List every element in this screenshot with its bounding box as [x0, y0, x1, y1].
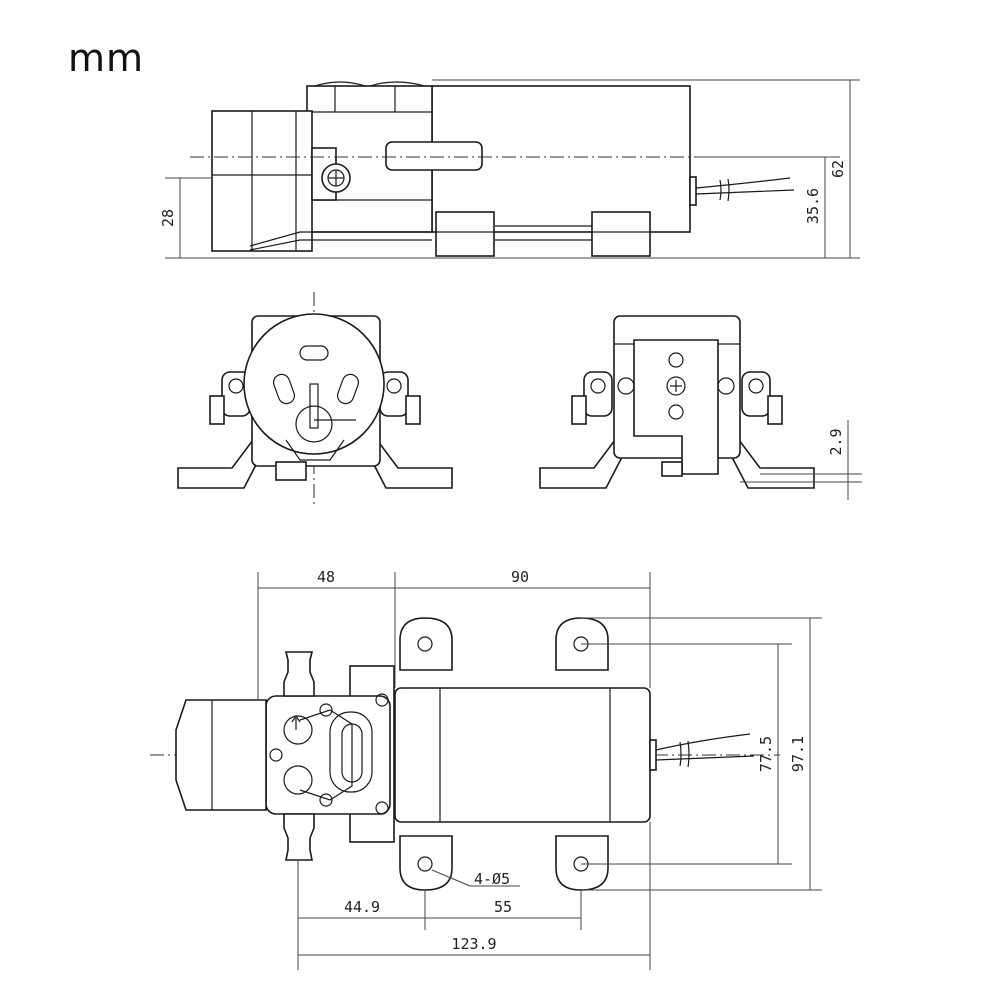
dim-28: 28: [159, 209, 177, 227]
dim-90: 90: [511, 568, 529, 586]
side-foot-rear: [591, 211, 651, 257]
side-view: 28 35.6 62: [159, 79, 860, 259]
outlet-barb: [283, 813, 315, 861]
dim-77-5: 77.5: [757, 736, 775, 772]
dim-97-1: 97.1: [789, 736, 807, 772]
unit-label: mm: [68, 36, 145, 80]
top-motor-body: [394, 687, 651, 823]
dim-44-9: 44.9: [344, 898, 380, 916]
top-view: 48 90 77.5 97.1 4-Ø5 44.9 55 123.9: [150, 568, 822, 970]
back-view: 2.9: [539, 315, 862, 500]
top-switch-box: [175, 699, 267, 811]
dim-35-6: 35.6: [804, 188, 822, 224]
front-view: [177, 292, 453, 505]
side-foot-front: [435, 211, 495, 257]
dim-62: 62: [829, 160, 847, 178]
screw-icon: [668, 352, 684, 368]
hole-callout: 4-Ø5: [474, 870, 510, 888]
screw-icon: [668, 404, 684, 420]
mount-tab-br: [555, 835, 609, 891]
dim-2-9: 2.9: [827, 428, 845, 455]
dim-123-9: 123.9: [451, 935, 496, 953]
mount-tab-bl: [399, 835, 453, 891]
dim-48: 48: [317, 568, 335, 586]
inlet-barb: [283, 651, 315, 697]
mounting-hole-icon: [417, 856, 433, 872]
side-switch-box: [211, 110, 313, 252]
screw-icon: [666, 376, 686, 396]
dim-55: 55: [494, 898, 512, 916]
mount-tab-tl: [399, 617, 453, 671]
